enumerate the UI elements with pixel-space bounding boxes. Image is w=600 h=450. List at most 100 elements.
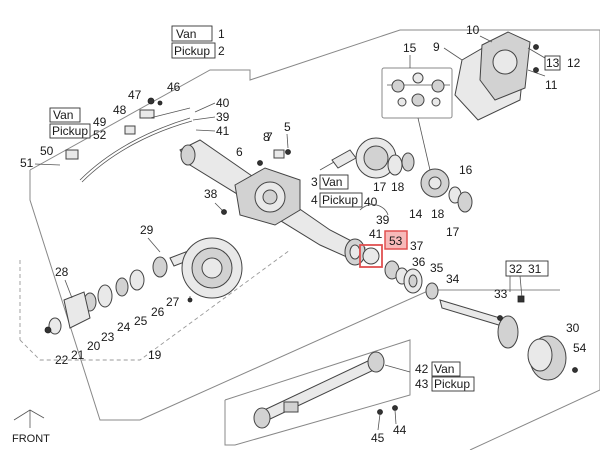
variant-tag-1: Van 1 [171, 25, 225, 42]
part-20-label: 20 [87, 339, 101, 353]
part-27-label: 27 [166, 295, 180, 309]
van-label-left: Van [53, 108, 73, 122]
part-25-label: 25 [134, 314, 148, 328]
variant-tag-3: 3 Van [311, 174, 349, 190]
part-48-label: 48 [113, 103, 127, 117]
front-label: FRONT [12, 433, 50, 445]
propeller-shaft [253, 351, 398, 429]
part-22-label: 22 [55, 353, 69, 367]
part-41-label-top: 41 [216, 124, 230, 138]
part-43-label: 43 [415, 377, 429, 391]
part-38-label: 38 [204, 187, 218, 201]
part-46-label: 46 [167, 80, 181, 94]
part-1-label: 1 [218, 27, 225, 41]
part-29-label: 29 [140, 223, 154, 237]
part-49-label: 49 [93, 115, 107, 129]
part-6-label: 6 [236, 145, 243, 159]
part-35-label: 35 [430, 261, 444, 275]
part-31-label: 31 [528, 262, 542, 276]
part-50-block [65, 149, 79, 160]
part-13-label: 13 [546, 56, 560, 70]
part-53-label: 53 [389, 234, 403, 248]
part-54-label: 54 [573, 341, 587, 355]
frame-right [440, 29, 600, 450]
part-19-label: 19 [148, 348, 162, 362]
part-51-label: 51 [20, 156, 34, 170]
van-label-top: Van [176, 27, 196, 41]
part-21-label: 21 [71, 348, 85, 362]
frame-bottom [139, 289, 560, 421]
van-label-mid: Van [322, 175, 342, 189]
part-32-label: 32 [509, 262, 523, 276]
brake-line [79, 117, 191, 181]
pinion-assembly-left [44, 237, 243, 335]
part-4-label: 4 [311, 193, 318, 207]
part-11-label: 11 [545, 78, 558, 92]
part-14-label: 14 [409, 207, 423, 221]
part-15-label: 15 [403, 41, 417, 55]
part-17-label-left: 17 [373, 180, 387, 194]
highlight-part-53 [359, 244, 383, 268]
part-40-label-top: 40 [216, 96, 230, 110]
axle-housing [179, 139, 366, 266]
variant-tag-42: 42 Van [415, 361, 461, 377]
part-34-label: 34 [446, 272, 460, 286]
part-37-label: 37 [410, 239, 424, 253]
part-52-clip [124, 125, 136, 135]
highlight-box-53 [384, 230, 408, 250]
part-50-label: 50 [40, 144, 54, 158]
variant-tag-52: Pickup 52 [49, 123, 107, 142]
part-48-bracket [139, 109, 155, 119]
variant-tag-31-32: 32 31 [505, 260, 549, 277]
cover-boss [492, 49, 518, 75]
part-16-label: 16 [459, 163, 473, 177]
variant-tag-49: Van 49 [49, 107, 107, 129]
part-12-label: 12 [567, 56, 581, 70]
part-8-label-vis: 8 [263, 130, 270, 144]
part-7-label: 7 [266, 130, 273, 144]
variant-tag-43: 43 Pickup [415, 376, 475, 392]
part-2-label: 2 [218, 44, 225, 58]
part-17-label-right: 17 [446, 225, 460, 239]
cover-washer [533, 67, 539, 73]
dashed-group-19 [19, 249, 291, 361]
part-26-label: 26 [151, 305, 165, 319]
part-45-label: 45 [371, 431, 385, 445]
pickup-label-left: Pickup [52, 124, 88, 138]
part-24-label: 24 [117, 320, 131, 334]
front-direction-indicator: FRONT [12, 409, 50, 445]
part-44-label: 44 [393, 423, 407, 437]
part-18-label-right: 18 [431, 207, 445, 221]
part-47-bolt [147, 97, 155, 105]
part-39-label-mid: 39 [376, 213, 390, 227]
van-label-bottom: Van [434, 362, 454, 376]
part-28-label: 28 [55, 265, 69, 279]
pickup-label-mid: Pickup [322, 193, 358, 207]
main-frame [29, 29, 600, 171]
part-41-label-mid: 41 [369, 227, 383, 241]
part-52-label: 52 [93, 128, 107, 142]
part-5-label: 5 [284, 120, 291, 134]
part-9-label: 9 [433, 40, 440, 54]
variant-tag-2: Pickup 2 [171, 42, 225, 59]
cover-bolt [533, 44, 539, 50]
part-30-label: 30 [566, 321, 580, 335]
part-13-box [544, 55, 561, 71]
pickup-label-top: Pickup [174, 44, 210, 58]
frame-left [29, 170, 140, 421]
propshaft-frame [224, 339, 411, 446]
part-3-label: 3 [311, 175, 318, 189]
right-axle-shaft [439, 299, 578, 381]
part-40-label-mid: 40 [364, 195, 378, 209]
variant-tag-4: 4 Pickup [311, 192, 363, 208]
part-10-label: 10 [466, 23, 480, 37]
part-23-label: 23 [101, 330, 115, 344]
part-39-label-top: 39 [216, 110, 230, 124]
part-18-label-left: 18 [391, 180, 405, 194]
diff-cover-assembly [454, 31, 546, 121]
part-47-label: 47 [128, 88, 142, 102]
part-36-label: 36 [412, 255, 426, 269]
differential-gear-set [381, 67, 453, 119]
pinion-gear-top [319, 137, 397, 179]
